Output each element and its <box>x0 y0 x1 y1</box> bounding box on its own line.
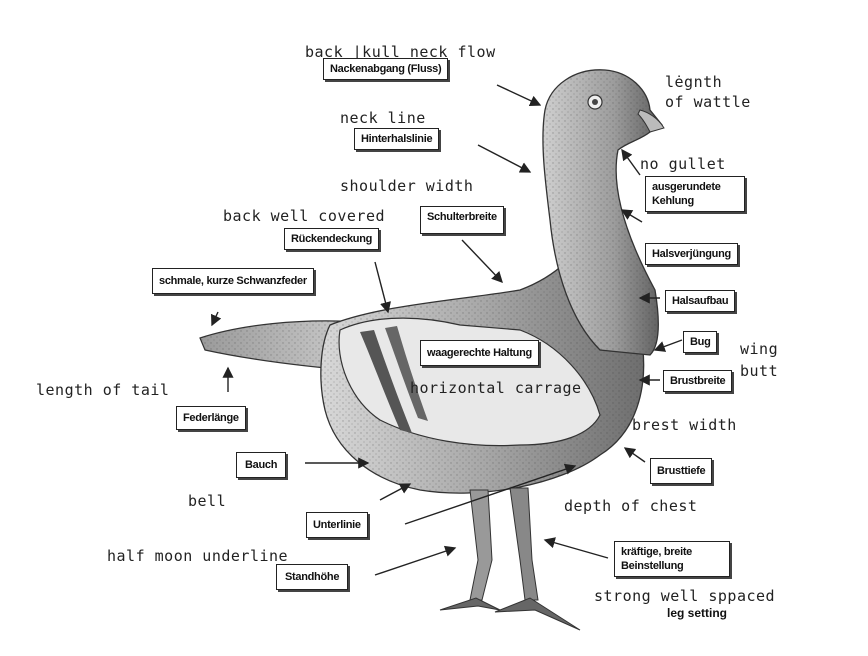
label-length-of-wattle: lėgnth of wattle <box>665 73 751 111</box>
label-shoulder-width: shoulder width <box>340 177 474 195</box>
pigeon-foot-right <box>494 597 581 631</box>
pointer-arrows <box>211 84 683 576</box>
label-strong-well-spaced: strong well sppaced <box>594 587 776 605</box>
box-brusttiefe: Brusttiefe <box>650 458 713 484</box>
box-standhoehe: Standhöhe <box>276 564 349 590</box>
pigeon-leg-left <box>469 489 493 601</box>
wing-bar-1 <box>360 330 412 433</box>
box-halsaufbau: Halsaufbau <box>665 290 736 312</box>
box-waagerechte-haltung: waagerechte Haltung <box>420 340 539 366</box>
box-bug: Bug <box>683 331 718 353</box>
box-schwanzfeder: schmale, kurze Schwanzfeder <box>152 268 314 294</box>
label-back-well-covered: back well covered <box>223 207 386 225</box>
box-brustbreite: Brustbreite <box>663 370 733 392</box>
label-wing-butt: wing butt <box>740 340 779 380</box>
label-no-gullet: no gullet <box>640 155 726 173</box>
box-federlaenge: Federlänge <box>176 406 246 430</box>
box-hinterhalslinie: Hinterhalslinie <box>354 128 440 150</box>
label-length-of-tail: length of tail <box>36 381 170 399</box>
label-horizontal-carriage: horizontal carrage <box>410 379 582 397</box>
pigeon-foot-left <box>439 597 501 611</box>
label-back-skull-neck-flow: back |kull neck flow <box>305 43 496 61</box>
box-beinstellung: kräftige, breite Beinstellung <box>614 541 730 577</box>
box-rueckendeckung: Rückendeckung <box>284 228 380 250</box>
wing-bar-2 <box>385 326 428 421</box>
box-ausgerundete-kehlung: ausgerundete Kehlung <box>645 176 745 212</box>
label-neck-line: neck line <box>340 109 426 127</box>
box-schulterbreite: Schulterbreite <box>420 206 504 234</box>
box-halsverjuengung: Halsverjüngung <box>645 243 738 265</box>
pigeon-leg-right <box>509 487 539 601</box>
label-depth-of-chest: depth of chest <box>564 497 698 515</box>
label-half-moon-underline: half moon underline <box>107 547 289 565</box>
box-bauch: Bauch <box>236 452 287 478</box>
box-nackenabgang: Nackenabgang (Fluss) <box>323 58 449 80</box>
label-leg-setting: leg setting <box>667 606 728 620</box>
label-bell: bell <box>188 492 227 510</box>
label-brest-width: brest width <box>632 416 737 434</box>
pigeon-beak <box>637 109 665 133</box>
box-unterlinie: Unterlinie <box>306 512 368 538</box>
